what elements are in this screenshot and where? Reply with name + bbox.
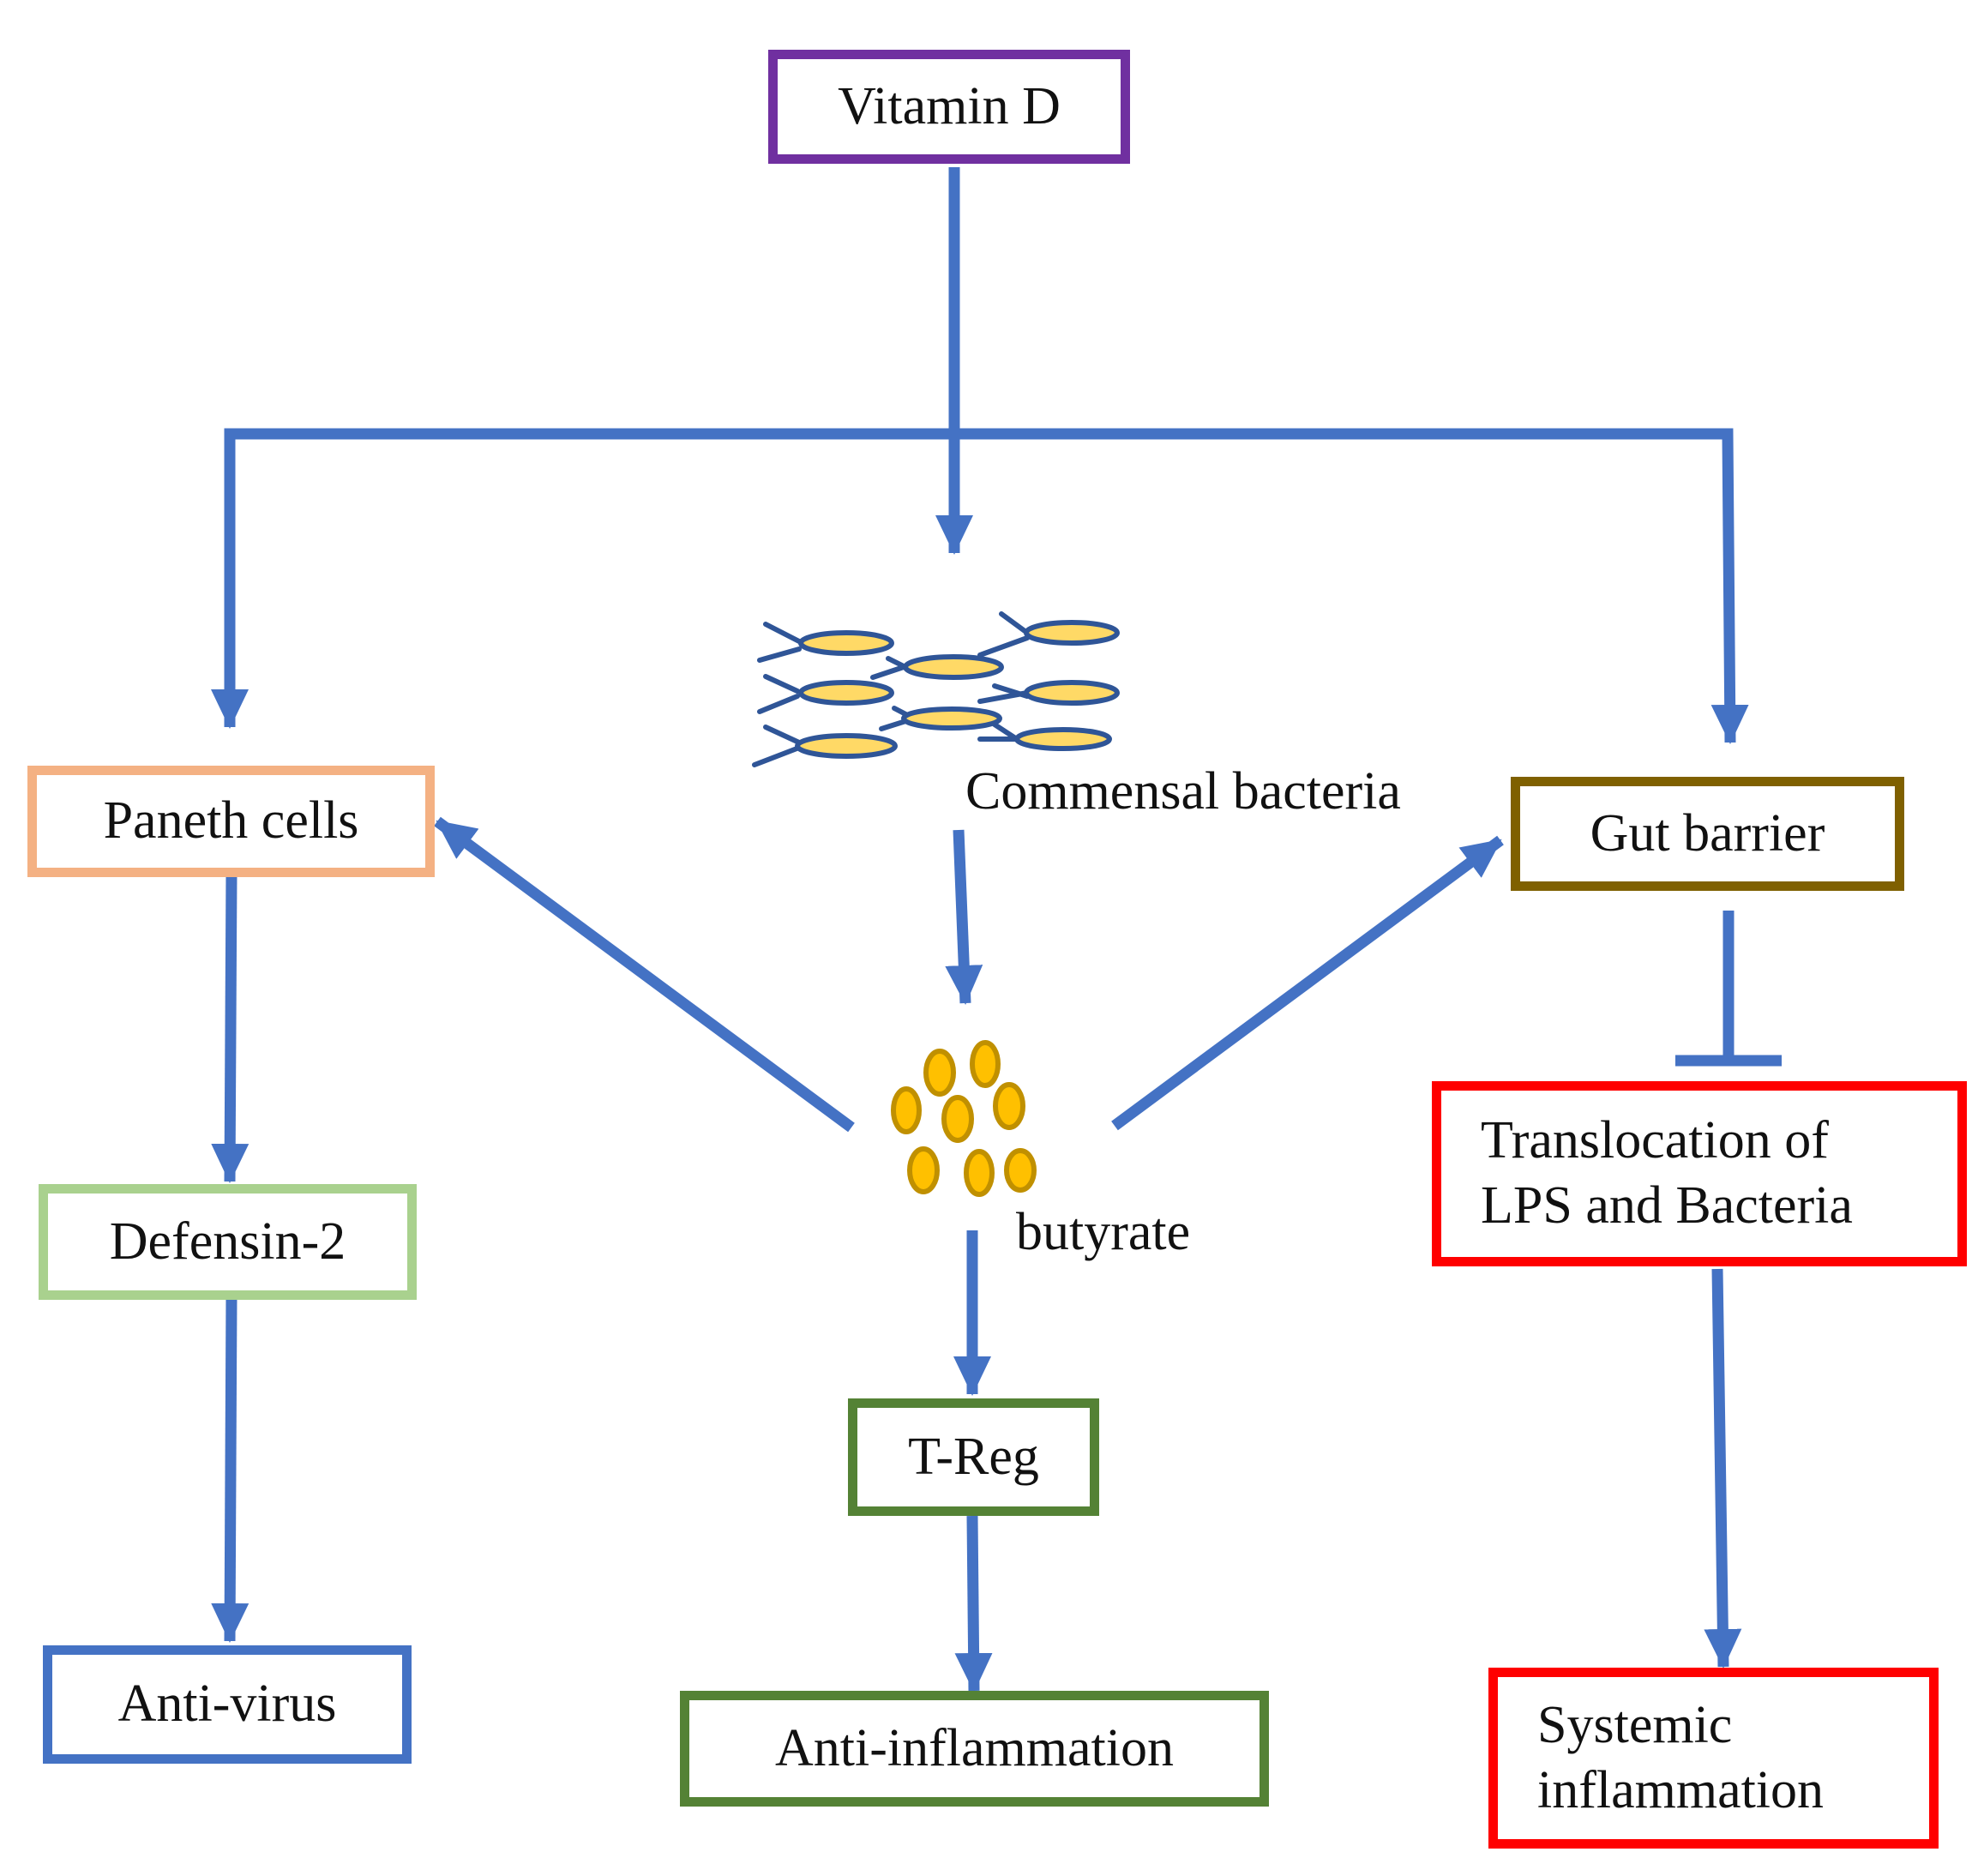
edge-bus-to-paneth <box>211 428 954 729</box>
edge-butyrate-to-gut-barrier <box>1111 835 1504 1131</box>
anti-inflammation-node: Anti-inflammation <box>680 1691 1269 1807</box>
paneth-cells-node: Paneth cells <box>27 766 435 877</box>
vitamin-d-node: Vitamin D <box>768 50 1130 164</box>
anti-virus-node: Anti-virus <box>43 1645 412 1764</box>
butyrate-icon <box>891 1040 1037 1197</box>
translocation-line-2: LPS and Bacteria <box>1481 1176 1853 1235</box>
edge-translocation-to-systemic <box>1704 1268 1742 1669</box>
translocation-line-1: Translocation of <box>1481 1111 1829 1170</box>
translocation-node: Translocation of LPS and Bacteria <box>1432 1081 1967 1266</box>
edge-bus-to-gut-barrier <box>954 428 1749 744</box>
edge-butyrate-to-paneth <box>434 816 855 1133</box>
defensin-2-node: Defensin-2 <box>39 1184 417 1300</box>
edge-defensin-to-antivirus <box>211 1296 250 1643</box>
systemic-inflammation-node: Systemic inflammation <box>1488 1668 1939 1849</box>
edge-paneth-to-defensin <box>211 872 250 1183</box>
commensal-bacteria-label: Commensal bacteria <box>965 762 1401 821</box>
butyrate-label: butyrate <box>1016 1203 1191 1261</box>
t-reg-node: T-Reg <box>848 1398 1099 1516</box>
commensal-bacteria-icon <box>752 611 1120 767</box>
gut-barrier-node: Gut barrier <box>1511 777 1904 891</box>
systemic-line-1: Systemic <box>1537 1695 1733 1754</box>
edge-treg-to-antiinflammation <box>954 1515 993 1693</box>
edge-bacteria-to-butyrate <box>945 829 983 1005</box>
systemic-line-2: inflammation <box>1537 1760 1825 1819</box>
